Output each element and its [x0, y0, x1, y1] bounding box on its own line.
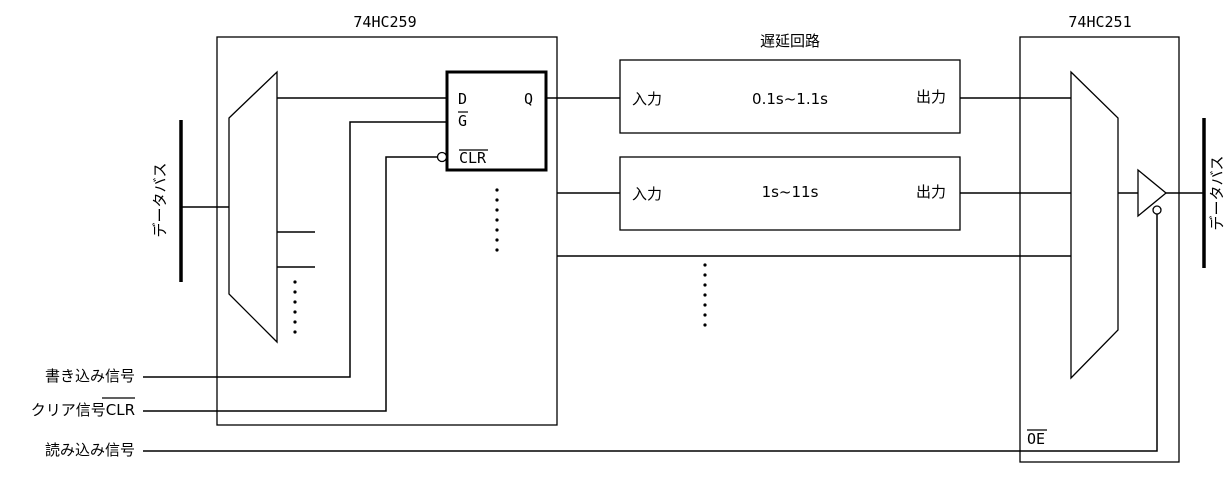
latch-demux	[228, 70, 278, 344]
delay1-range: 0.1s~1.1s	[752, 90, 828, 108]
delay2-range: 1s~11s	[762, 183, 819, 201]
oe-pin-label: OE	[1027, 430, 1045, 448]
delay-ellipsis	[703, 263, 707, 327]
ff-q-pin: Q	[524, 90, 533, 108]
latch-chip-74hc259	[216, 36, 558, 426]
delay-circuit-1	[619, 59, 961, 134]
demux-ellipsis	[293, 280, 297, 334]
ff-clr-pin: CLR	[459, 149, 487, 167]
ff-g-pin: G	[458, 112, 467, 130]
delay2-input-label: 入力	[632, 185, 662, 203]
clear-signal-label-suffix: CLR	[106, 401, 135, 419]
ff-ellipsis	[495, 188, 499, 252]
clear-signal-label-prefix: クリア信号	[31, 401, 106, 419]
delay1-output-label: 出力	[916, 88, 946, 106]
mux-chip-name: 74HC251	[1068, 13, 1131, 31]
write-signal-wire	[143, 121, 447, 378]
flip-flop	[445, 70, 548, 172]
ff-clr-inversion-bubble	[436, 151, 448, 163]
tristate-buffer	[1137, 168, 1168, 218]
delay-title: 遅延回路	[760, 32, 820, 50]
write-signal-label: 書き込み信号	[45, 367, 135, 385]
read-signal-label: 読み込み信号	[45, 441, 135, 459]
right-data-bus-label: データバス	[1208, 155, 1226, 230]
mux-trapezoid	[1070, 70, 1119, 380]
clear-signal-label: クリア信号CLR	[31, 401, 135, 419]
left-data-bus-label: データバス	[151, 162, 169, 237]
read-signal-wire	[143, 212, 1158, 452]
mux-chip-74hc251	[1019, 36, 1180, 463]
delay2-output-label: 出力	[916, 183, 946, 201]
delay1-input-label: 入力	[632, 90, 662, 108]
ff-d-pin: D	[458, 90, 467, 108]
buffer-enable-bubble	[1152, 205, 1162, 215]
clear-signal-wire	[143, 156, 437, 412]
latch-chip-name: 74HC259	[353, 13, 416, 31]
